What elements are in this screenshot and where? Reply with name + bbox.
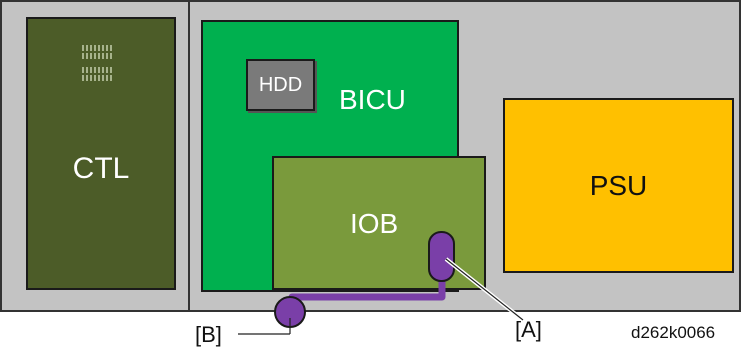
leader-line-a-inner: [445, 258, 524, 321]
callout-b: [B]: [195, 322, 222, 347]
psu-unit: PSU: [503, 98, 734, 273]
figure-code: d262k0066: [631, 323, 716, 342]
hdd-unit: HDD: [246, 59, 315, 111]
callout-a: [A]: [515, 317, 542, 342]
ctl-board: CTL: [26, 17, 176, 290]
harness-cable: [288, 258, 446, 312]
psu-label: PSU: [589, 170, 648, 201]
connector-pins-icon: [82, 45, 112, 81]
connector-a: [428, 231, 455, 282]
ctl-label: CTL: [72, 152, 130, 185]
bicu-label: BICU: [339, 84, 406, 115]
iob-label: IOB: [350, 208, 399, 239]
chassis-divider: [188, 0, 190, 312]
hdd-label: HDD: [258, 74, 303, 96]
